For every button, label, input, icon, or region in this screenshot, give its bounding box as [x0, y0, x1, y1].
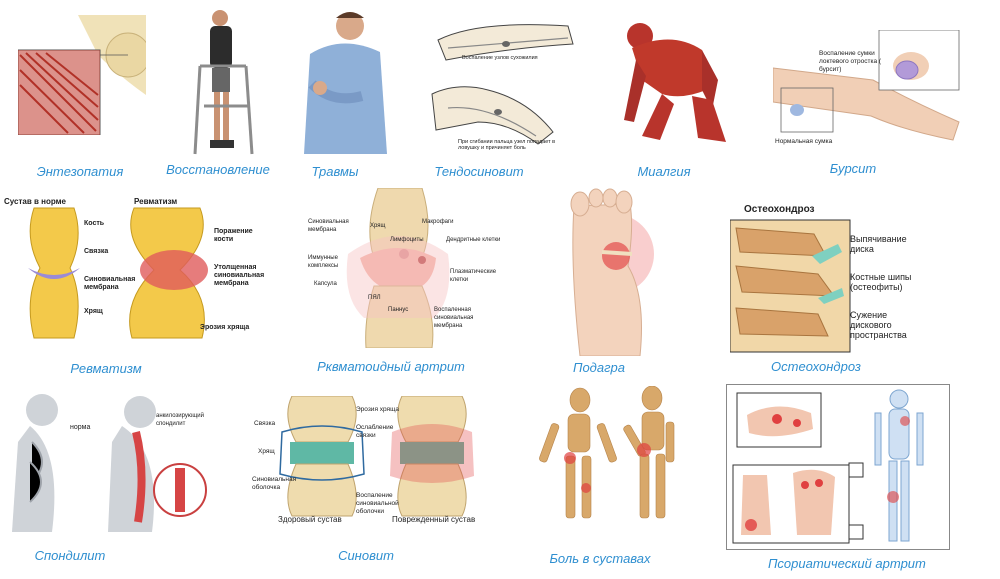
osteo-title-label: Остеохондроз — [744, 204, 815, 215]
rheum-bone-label: Кость — [84, 220, 105, 227]
rkv-artrit-illustration: Синовиальная мембрана Хрящ Лимфоциты Мак… — [304, 188, 504, 348]
kneeling-muscle-figure-image — [624, 23, 726, 142]
osteo-disc-label: Выпячивание диска — [850, 234, 907, 254]
rheum-erosion-label: Эрозия хряща — [200, 324, 250, 331]
rheum-norm-label: Сустав в норме — [4, 198, 66, 206]
man-holding-elbow-image — [304, 12, 387, 154]
bursit-bottom-label: Нормальная сумка — [775, 138, 833, 145]
spondilit-illustration: норма анкилозирующий спондилит — [12, 392, 208, 532]
spond-ank-label: анкилозирующий спондилит — [156, 413, 204, 427]
caption-bursit: Бурсит — [829, 161, 877, 176]
rheum-ligament-label: Связка — [84, 248, 109, 255]
travmy-illustration — [292, 4, 387, 154]
bursit-top-label: Воспаление сумки локтевого отростка ( бу… — [819, 50, 882, 73]
ra-lymph-label: Лимфоциты — [390, 237, 424, 243]
caption-mialgiya: Миалгия — [637, 164, 691, 179]
caption-revmatizm: Ревматизм — [70, 361, 142, 376]
shoulder-muscle-image — [18, 15, 146, 135]
osteo-spurs-label: Костные шипы (остеофиты) — [850, 272, 912, 292]
rheum-cartilage-label: Хрящ — [84, 308, 103, 315]
wooden-mannequins-image — [539, 386, 675, 519]
caption-vosstanovlenie: Восстановление — [166, 162, 270, 177]
caption-sinovit: Синовит — [338, 548, 394, 563]
sin-lig-label: Связка — [254, 420, 276, 427]
rheum-damage-label: Поражение кости — [214, 228, 253, 243]
osteo-narrow-label: Сужение дискового пространства — [850, 310, 907, 340]
caption-entezopatiya: Энтезопатия — [36, 164, 124, 179]
rheum-thick-label: Утолщенная синовиальная мембрана — [214, 264, 265, 287]
psoriatic-illustration — [726, 384, 950, 550]
mialgiya-illustration — [602, 10, 736, 152]
caption-spondilit: Спондилит — [34, 548, 106, 563]
synovitis-joint-image — [279, 396, 474, 517]
finger-tendon-image — [431, 24, 574, 145]
vosstanovlenie-illustration — [190, 6, 262, 156]
ra-capsule-label: Капсула — [314, 281, 337, 287]
psoriatic-arthritis-image — [732, 389, 924, 544]
rheum-synov-label: Синовиальная мембрана — [84, 276, 136, 291]
ra-inflamed-label: Воспаленная синовиальная мембрана — [434, 307, 474, 329]
sin-damaged-label: Поврежденный сустав — [392, 515, 476, 524]
ra-synov-label: Синовиальная мембрана — [308, 219, 349, 233]
ra-macro-label: Макрофаги — [422, 219, 454, 225]
ra-pmn-label: ПЯЛ — [368, 295, 381, 301]
tendo-bottom-label: При сгибании пальца узел попадает в лову… — [458, 139, 556, 151]
podagra-illustration — [550, 186, 668, 356]
bursit-illustration: Воспаление сумки локтевого отростка ( бу… — [773, 30, 961, 158]
ra-pannus-label: Паннус — [388, 307, 409, 313]
sin-synov-label: Синовиальная оболочка — [252, 476, 297, 491]
caption-rkv-artrit: Рквматоидный артрит — [317, 359, 465, 374]
spondylitis-skeleton-image — [12, 394, 207, 532]
ra-dendr-label: Дендритные клетки — [446, 237, 501, 243]
tendo-top-label: Воспаление узлов сухожилия — [462, 55, 538, 61]
elbow-bursitis-image — [773, 30, 960, 141]
tendosinovit-illustration: Воспаление узлов сухожилия При сгибании … — [418, 12, 578, 157]
bol-illustration — [522, 386, 698, 526]
caption-travmy: Травмы — [311, 164, 359, 179]
ra-cart-label: Хрящ — [370, 223, 386, 229]
man-with-walker-image — [193, 10, 254, 155]
ra-plasma-label: Плазматические клетки — [450, 269, 497, 283]
revmatizm-illustration: Сустав в норме Ревматизм Кость Связка Си… — [4, 198, 272, 344]
rheumatoid-joint-image — [346, 188, 450, 348]
osteohondroz-illustration: Остеохондроз Выпячивание диска Костные ш… — [730, 204, 930, 354]
caption-psoriatic: Псориатический артрит — [768, 556, 926, 571]
sin-weak-label: Ослабление связки — [356, 424, 394, 439]
osteochondrosis-spine-image — [730, 219, 851, 353]
caption-tendosinovit: Тендосиновит — [434, 164, 524, 179]
ra-immune-label: Иммунные комплексы — [308, 255, 339, 269]
sin-healthy-label: Здоровый сустав — [278, 515, 342, 524]
caption-osteohondroz: Остеохондроз — [771, 359, 861, 374]
sin-erosion-label: Эрозия хряща — [356, 406, 400, 413]
entezopatiya-illustration — [18, 15, 146, 135]
caption-bol: Боль в суставах — [549, 551, 651, 566]
sin-cart-label: Хрящ — [258, 448, 275, 455]
rheumatism-joint-image — [28, 207, 208, 339]
gout-foot-image — [570, 188, 654, 356]
spond-norm-label: норма — [70, 424, 91, 431]
sinovit-illustration: Связка Хрящ Синовиальная оболочка Эрозия… — [252, 396, 496, 528]
caption-podagra: Подагра — [573, 360, 625, 375]
sin-inflam-label: Воспаление синовиальной оболочки — [356, 492, 399, 515]
rheum-rheum-label: Ревматизм — [134, 198, 178, 206]
